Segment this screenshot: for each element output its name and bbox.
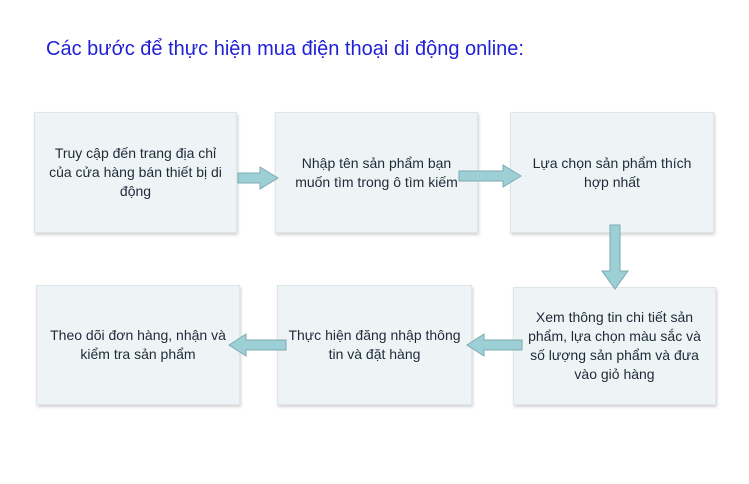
diagram-title: Các bước để thực hiện mua điện thoại di … (46, 38, 524, 60)
step-4-box: Xem thông tin chi tiết sản phẩm, lựa chọ… (513, 287, 716, 405)
step-6-label: Theo dõi đơn hàng, nhận và kiểm tra sản … (50, 327, 226, 362)
step-6-box: Theo dõi đơn hàng, nhận và kiểm tra sản … (36, 285, 240, 405)
step-1-label: Truy cập đến trang địa chỉ của cửa hàng … (49, 145, 222, 199)
step-3-box: Lựa chọn sản phẩm thích hợp nhất (510, 112, 714, 233)
arrow-step3-to-step4-icon (601, 224, 629, 290)
step-5-label: Thực hiện đăng nhập thông tin và đặt hàn… (288, 327, 461, 362)
step-2-label: Nhập tên sản phẩm bạn muốn tìm trong ô t… (295, 154, 458, 190)
arrow-step2-to-step3-icon (458, 164, 522, 188)
step-4-label: Xem thông tin chi tiết sản phẩm, lựa chọ… (528, 309, 701, 382)
step-2-box: Nhập tên sản phẩm bạn muốn tìm trong ô t… (275, 112, 478, 233)
arrow-step4-to-step5-icon (466, 333, 523, 357)
step-5-box: Thực hiện đăng nhập thông tin và đặt hàn… (277, 285, 472, 405)
step-3-label: Lựa chọn sản phẩm thích hợp nhất (532, 154, 692, 190)
step-1-box: Truy cập đến trang địa chỉ của cửa hàng … (34, 112, 237, 233)
arrow-step5-to-step6-icon (228, 333, 287, 357)
arrow-step1-to-step2-icon (237, 166, 279, 190)
